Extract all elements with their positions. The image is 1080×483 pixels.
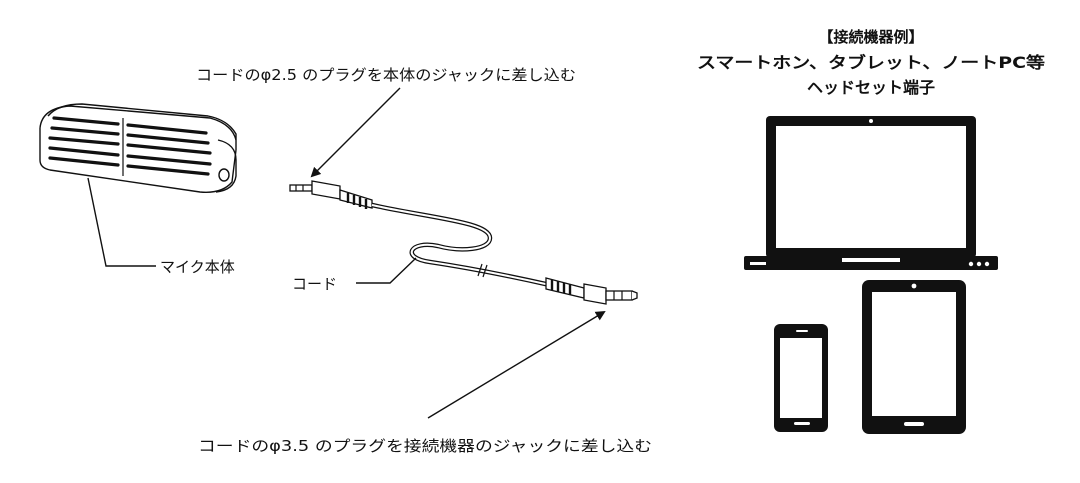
cord-label-text: コード xyxy=(292,275,337,293)
laptop-icon xyxy=(744,116,998,270)
mic-label-text: マイク本体 xyxy=(160,258,235,276)
audio-cable-illustration xyxy=(289,180,638,305)
mic-leader-line xyxy=(87,177,156,267)
devices-line2: ヘッドセット端子 xyxy=(807,78,935,97)
microphone-body-illustration xyxy=(39,103,237,193)
tablet-icon xyxy=(862,280,966,434)
arrow-to-3-5mm-plug xyxy=(427,310,606,419)
devices-line1: スマートホン、タブレット、ノートPC等 xyxy=(697,53,1045,72)
smartphone-icon xyxy=(774,324,828,432)
arrow-to-2-5mm-plug xyxy=(310,87,401,178)
devices-heading: 【接続機器例】 xyxy=(818,28,923,46)
top-annotation-text: コードのφ2.5 のプラグを本体のジャックに差し込む xyxy=(196,66,576,84)
cord-leader-line xyxy=(356,257,417,284)
bottom-annotation-text: コードのφ3.5 のプラグを接続機器のジャックに差し込む xyxy=(198,437,652,455)
